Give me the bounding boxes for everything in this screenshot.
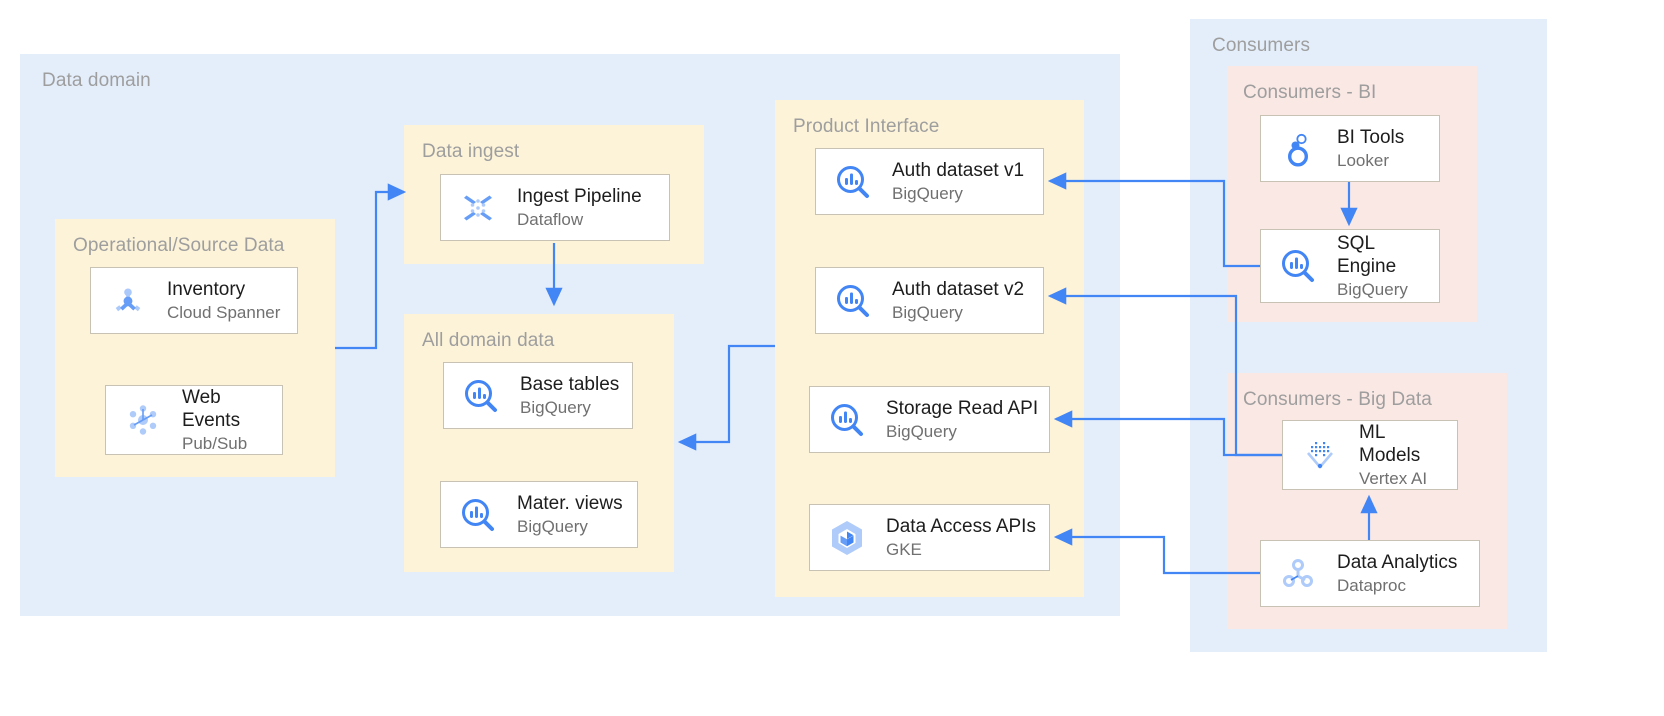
node-subtitle: Dataflow	[517, 210, 584, 229]
node-base-tables[interactable]: Base tables BigQuery	[443, 362, 633, 429]
node-subtitle: BigQuery	[520, 398, 591, 417]
node-subtitle: BigQuery	[892, 303, 963, 322]
pubsub-icon	[120, 397, 166, 443]
node-mater-views[interactable]: Mater. views BigQuery	[440, 481, 638, 548]
node-subtitle: BigQuery	[1337, 280, 1408, 299]
node-title: Ingest Pipeline	[517, 186, 642, 207]
dataproc-icon	[1275, 551, 1321, 597]
bigquery-icon	[458, 373, 504, 419]
group-label-product-interface: Product Interface	[793, 116, 940, 137]
node-subtitle: BigQuery	[892, 184, 963, 203]
node-ingest-pipeline[interactable]: Ingest Pipeline Dataflow	[440, 174, 670, 241]
node-storage-read-api[interactable]: Storage Read API BigQuery	[809, 386, 1050, 453]
group-label-all-domain-data: All domain data	[422, 330, 555, 351]
vertex-ai-icon	[1297, 432, 1343, 478]
node-subtitle: BigQuery	[517, 517, 588, 536]
node-title: Storage Read API	[886, 398, 1039, 419]
node-title: Data Access APIs	[886, 516, 1036, 537]
node-title: Auth dataset v1	[892, 160, 1025, 181]
bigquery-icon	[824, 397, 870, 443]
node-web-events[interactable]: Web Events Pub/Sub	[105, 385, 283, 455]
group-label-consumers: Consumers	[1212, 35, 1311, 56]
node-title: Mater. views	[517, 493, 623, 514]
node-title: ML Models	[1359, 422, 1421, 466]
node-subtitle: Dataproc	[1337, 576, 1406, 595]
looker-icon	[1275, 126, 1321, 172]
node-subtitle: BigQuery	[886, 422, 957, 441]
node-subtitle: Vertex AI	[1359, 469, 1428, 488]
node-sql-engine[interactable]: SQL Engine BigQuery	[1260, 229, 1440, 303]
node-title: Data Analytics	[1337, 552, 1458, 573]
node-auth-dataset-v2[interactable]: Auth dataset v2 BigQuery	[815, 267, 1044, 334]
node-title: Web Events	[182, 387, 241, 431]
group-label-data-ingest: Data ingest	[422, 141, 520, 162]
node-subtitle: Cloud Spanner	[167, 303, 281, 322]
bigquery-icon	[830, 278, 876, 324]
node-title: Base tables	[520, 374, 620, 395]
node-title: Auth dataset v2	[892, 279, 1025, 300]
node-bi-tools[interactable]: BI Tools Looker	[1260, 115, 1440, 182]
node-subtitle: Pub/Sub	[182, 434, 248, 453]
node-inventory[interactable]: Inventory Cloud Spanner	[90, 267, 298, 334]
group-label-data-domain: Data domain	[42, 70, 151, 91]
node-subtitle: Looker	[1337, 151, 1389, 170]
dataflow-icon	[455, 185, 501, 231]
bigquery-icon	[455, 492, 501, 538]
gke-icon	[824, 515, 870, 561]
node-subtitle: GKE	[886, 540, 922, 559]
node-ml-models[interactable]: ML Models Vertex AI	[1282, 420, 1458, 490]
bigquery-icon	[830, 159, 876, 205]
node-title: SQL Engine	[1337, 233, 1397, 277]
group-label-consumers-bi: Consumers - BI	[1243, 82, 1377, 103]
node-data-analytics[interactable]: Data Analytics Dataproc	[1260, 540, 1480, 607]
cloud-spanner-icon	[105, 278, 151, 324]
bigquery-icon	[1275, 243, 1321, 289]
node-title: Inventory	[167, 279, 246, 300]
group-label-operational-source-data: Operational/Source Data	[73, 235, 285, 256]
node-data-access-apis[interactable]: Data Access APIs GKE	[809, 504, 1050, 571]
node-title: BI Tools	[1337, 127, 1405, 148]
node-auth-dataset-v1[interactable]: Auth dataset v1 BigQuery	[815, 148, 1044, 215]
group-label-consumers-big-data: Consumers - Big Data	[1243, 389, 1432, 410]
